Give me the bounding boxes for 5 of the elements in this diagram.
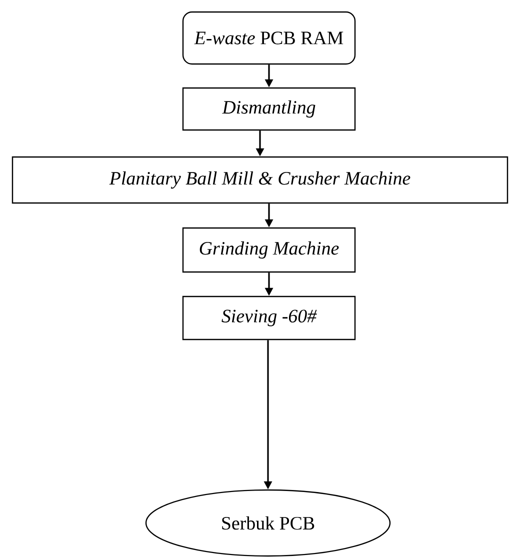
- process-box: Dismantling: [182, 87, 356, 131]
- process-box: Planitary Ball Mill & Crusher Machine: [12, 156, 508, 204]
- process-box: Sieving -60#: [182, 296, 356, 340]
- start-box: E-waste PCB RAM: [182, 11, 356, 65]
- process-box: Grinding Machine: [182, 227, 356, 273]
